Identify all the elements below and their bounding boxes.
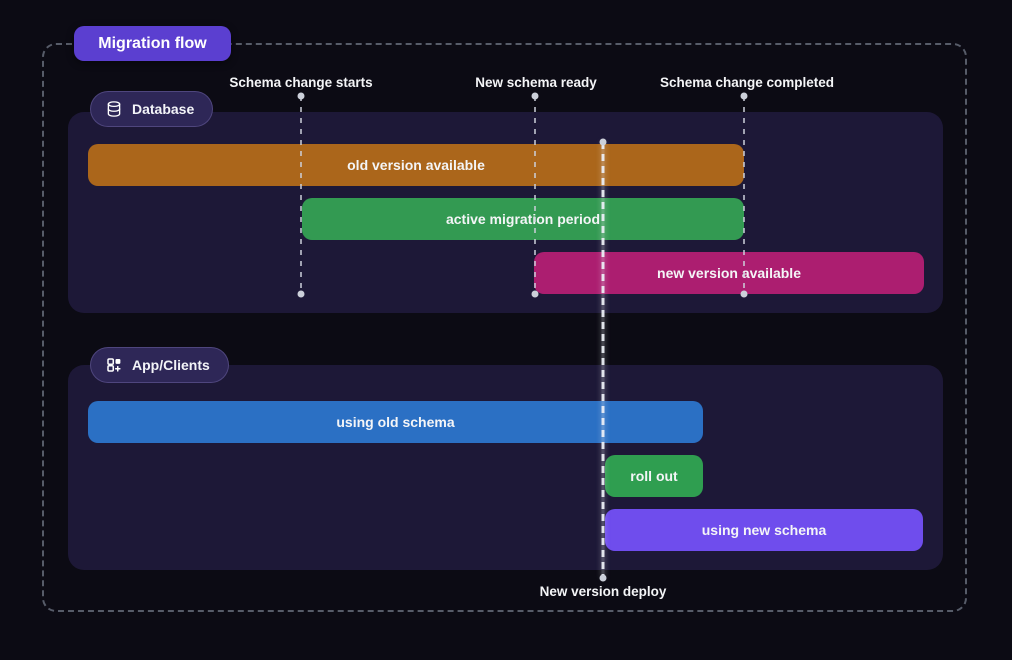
deploy-dot-bottom bbox=[599, 574, 607, 582]
bar-using-new-schema: using new schema bbox=[605, 509, 923, 551]
milestone-dot-bottom bbox=[297, 290, 305, 298]
milestone-label-schema-change-completed: Schema change completed bbox=[659, 75, 835, 90]
milestone-label-new-schema-ready: New schema ready bbox=[475, 75, 597, 90]
app-clients-section: using old schema roll out using new sche… bbox=[68, 365, 943, 570]
milestone-label-schema-change-starts: Schema change starts bbox=[229, 75, 373, 90]
database-icon bbox=[105, 100, 123, 118]
title-badge: Migration flow bbox=[74, 26, 231, 61]
milestone-dot-top bbox=[297, 92, 305, 100]
bar-label: roll out bbox=[630, 468, 678, 484]
milestone-line-schema-change-starts bbox=[300, 96, 302, 294]
bar-label: using new schema bbox=[701, 522, 827, 538]
bar-label: old version available bbox=[347, 157, 485, 173]
milestone-dot-bottom bbox=[531, 290, 539, 298]
bar-label: new version available bbox=[657, 265, 801, 281]
deploy-line bbox=[601, 142, 605, 578]
bar-active-migration-period: active migration period bbox=[302, 198, 744, 240]
database-badge-label: Database bbox=[132, 101, 195, 117]
milestone-dot-top bbox=[531, 92, 539, 100]
deploy-label: New version deploy bbox=[539, 584, 667, 599]
milestone-dot-top bbox=[740, 92, 748, 100]
milestone-dot-bottom bbox=[740, 290, 748, 298]
bar-label: active migration period bbox=[445, 211, 601, 227]
dashed-frame bbox=[42, 43, 967, 612]
database-section: old version available active migration p… bbox=[68, 112, 943, 313]
title-badge-label: Migration flow bbox=[98, 34, 207, 52]
app-clients-badge-label: App/Clients bbox=[132, 357, 210, 373]
apps-icon bbox=[105, 356, 123, 374]
app-clients-badge: App/Clients bbox=[90, 347, 229, 383]
milestone-line-new-schema-ready bbox=[534, 96, 536, 294]
bar-label: using old schema bbox=[336, 414, 455, 430]
bar-new-version-available: new version available bbox=[534, 252, 924, 294]
bar-old-version-available: old version available bbox=[88, 144, 744, 186]
bar-using-old-schema: using old schema bbox=[88, 401, 703, 443]
milestone-line-schema-change-completed bbox=[743, 96, 745, 294]
database-badge: Database bbox=[90, 91, 214, 127]
deploy-dot-top bbox=[599, 138, 607, 146]
bar-roll-out: roll out bbox=[605, 455, 703, 497]
